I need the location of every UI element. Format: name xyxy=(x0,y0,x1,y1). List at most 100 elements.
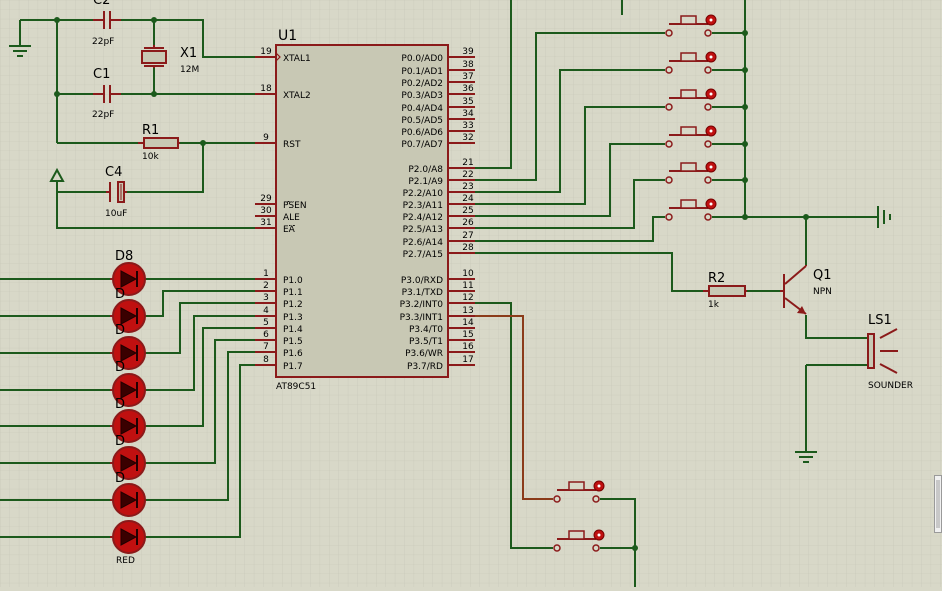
vertical-scrollbar[interactable] xyxy=(934,475,942,533)
push-button[interactable] xyxy=(665,161,717,184)
led[interactable] xyxy=(110,446,146,480)
pin-number: 33 xyxy=(462,121,473,131)
pin-number: 28 xyxy=(462,243,474,253)
pin-name: P0.3/AD3 xyxy=(401,91,443,101)
led-triangle xyxy=(120,307,138,325)
mcu-left-pins: 19XTAL118XTAL29RST29PSEN30ALE31EA1P1.02P… xyxy=(255,47,311,372)
button-indicator-dot xyxy=(709,55,713,59)
led-d8-ref: D8 xyxy=(115,249,133,264)
pin-number: 37 xyxy=(462,72,473,82)
led[interactable] xyxy=(110,409,146,443)
pin-number: 31 xyxy=(260,218,271,228)
button-contact xyxy=(704,103,712,111)
push-button[interactable] xyxy=(553,480,605,503)
led-ref: D xyxy=(115,360,125,375)
pin-name: P1.6 xyxy=(283,349,303,359)
button-contact xyxy=(665,103,673,111)
pin-number: 34 xyxy=(462,109,474,119)
led[interactable] xyxy=(110,520,146,554)
pin-name: ALE xyxy=(283,213,300,223)
resistor-r1[interactable]: R1 10k xyxy=(138,123,180,162)
button-contact xyxy=(665,176,673,184)
led-triangle xyxy=(120,454,138,472)
button-contact xyxy=(553,544,561,552)
pin-number: 19 xyxy=(260,47,272,57)
pin-name: P2.4/A12 xyxy=(403,213,443,223)
crystal-x1[interactable]: X1 12M xyxy=(141,45,199,75)
x1-ref: X1 xyxy=(180,46,197,61)
led[interactable] xyxy=(110,336,146,370)
pin-number: 6 xyxy=(263,330,269,340)
sounder-ls1[interactable]: LS1 SOUNDER xyxy=(867,313,913,391)
led[interactable] xyxy=(110,262,146,296)
led-triangle xyxy=(120,344,138,362)
button-contact xyxy=(665,213,673,221)
button-contact xyxy=(592,544,600,552)
button-cap xyxy=(680,15,697,25)
button-indicator-dot xyxy=(709,165,713,169)
junctions xyxy=(54,17,809,551)
button-contact xyxy=(665,29,673,37)
transistor-q1[interactable]: Q1 NPN xyxy=(780,265,832,315)
pin-number: 12 xyxy=(462,293,473,303)
pin-name: XTAL1 xyxy=(283,54,311,64)
pin-number: 27 xyxy=(462,231,473,241)
push-button[interactable] xyxy=(665,88,717,111)
selected-wire-int1[interactable] xyxy=(475,315,553,500)
capacitor-c4[interactable]: C4 10uF xyxy=(105,165,127,219)
pin-number: 38 xyxy=(462,60,474,70)
push-button[interactable] xyxy=(665,51,717,74)
resistor-r2[interactable]: R2 1k xyxy=(703,271,747,310)
pin-number: 16 xyxy=(462,342,474,352)
led-color-label: RED xyxy=(116,556,135,566)
ls1-ref: LS1 xyxy=(868,313,892,328)
pin-number: 35 xyxy=(462,97,473,107)
pin-number: 4 xyxy=(263,306,269,316)
push-button[interactable] xyxy=(553,529,605,552)
button-indicator-dot xyxy=(709,202,713,206)
pin-number: 3 xyxy=(263,293,269,303)
pin-name: P0.0/AD0 xyxy=(401,54,443,64)
push-button[interactable] xyxy=(665,198,717,221)
pin-name: P2.3/A11 xyxy=(403,201,443,211)
pin-name: P0.5/AD5 xyxy=(401,116,443,126)
button-cap xyxy=(680,52,697,62)
capacitor-c2[interactable]: C2 22pF xyxy=(92,0,121,47)
pin-number: 36 xyxy=(462,84,474,94)
pin-name: P2.7/A15 xyxy=(403,250,443,260)
push-button[interactable] xyxy=(665,14,717,37)
pin-name: P2.5/A13 xyxy=(403,225,443,235)
button-indicator-dot xyxy=(597,484,601,488)
pin-name: P1.3 xyxy=(283,313,303,323)
pin-name: P1.0 xyxy=(283,276,303,286)
scrollbar-thumb[interactable] xyxy=(936,480,940,528)
button-cap xyxy=(568,530,585,540)
pin-number: 9 xyxy=(263,133,269,143)
pin-name: RST xyxy=(283,140,301,150)
pin-number: 39 xyxy=(462,47,474,57)
pin-number: 26 xyxy=(462,218,474,228)
mcu-part: AT89C51 xyxy=(276,382,316,392)
pin-number: 25 xyxy=(462,206,473,216)
pin-number: 8 xyxy=(263,355,269,365)
pin-name: P3.1/TXD xyxy=(402,288,443,298)
button-contact xyxy=(704,140,712,148)
led[interactable] xyxy=(110,373,146,407)
pin-name: P3.7/RD xyxy=(407,362,443,372)
push-button[interactable] xyxy=(665,125,717,148)
pin-name: P3.2/INT0 xyxy=(400,300,444,310)
ls1-value: SOUNDER xyxy=(868,381,913,391)
button-contact xyxy=(704,66,712,74)
led[interactable] xyxy=(110,299,146,333)
led[interactable] xyxy=(110,483,146,517)
capacitor-c1[interactable]: C1 22pF xyxy=(92,67,121,120)
led-ref: D xyxy=(115,323,125,338)
button-cap xyxy=(680,89,697,99)
button-indicator-dot xyxy=(709,92,713,96)
led-array xyxy=(110,262,146,554)
button-contact xyxy=(592,495,600,503)
mcu-u1[interactable]: U1 AT89C51 19XTAL118XTAL29RST29PSEN30ALE… xyxy=(255,28,475,392)
